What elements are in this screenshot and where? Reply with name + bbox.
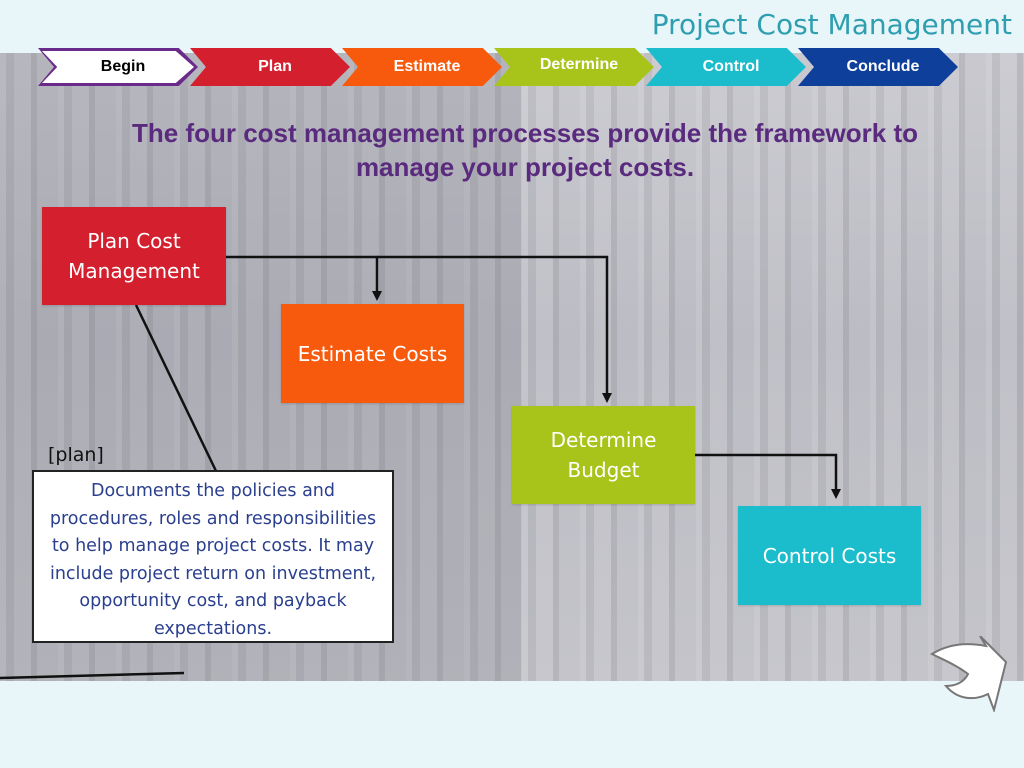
nav-control[interactable]: Control (646, 48, 806, 86)
nav-estimate[interactable]: Estimate (342, 48, 502, 86)
nav-plan-label: Plan (258, 58, 292, 75)
nav-begin[interactable]: Begin (38, 48, 198, 86)
callout-description: Documents the policies and procedures, r… (32, 470, 394, 643)
nav-begin-label: Begin (100, 58, 146, 75)
nav-estimate-label: Estimate (393, 58, 461, 75)
box-determine-label: Determine Budget (550, 428, 657, 482)
nav-begin-inner: Begin (42, 51, 194, 83)
box-control-label: Control Costs (762, 543, 897, 568)
nav-control-label: Control (702, 58, 760, 75)
process-navigation: Begin Plan Estimate Determine Control Co… (38, 48, 963, 88)
headline: The four cost management processes provi… (132, 118, 918, 182)
nav-determine-label: Determine (539, 56, 619, 73)
box-estimate-costs[interactable]: Estimate Costs (281, 304, 464, 403)
nav-conclude-label: Conclude (846, 58, 920, 75)
page-title: Project Cost Management (651, 8, 1012, 41)
box-estimate-label: Estimate Costs (297, 341, 448, 366)
nav-plan[interactable]: Plan (190, 48, 350, 86)
nav-conclude[interactable]: Conclude (798, 48, 958, 86)
callout-tag: [plan] (48, 444, 104, 466)
next-arrow-icon[interactable] (928, 636, 1008, 712)
box-control-costs[interactable]: Control Costs (738, 506, 921, 605)
nav-determine[interactable]: Determine (494, 48, 654, 86)
box-plan-cost-management[interactable]: Plan Cost Management (42, 207, 226, 305)
box-plan-label: Plan Cost Management (68, 229, 200, 283)
box-determine-budget[interactable]: Determine Budget (512, 406, 695, 504)
